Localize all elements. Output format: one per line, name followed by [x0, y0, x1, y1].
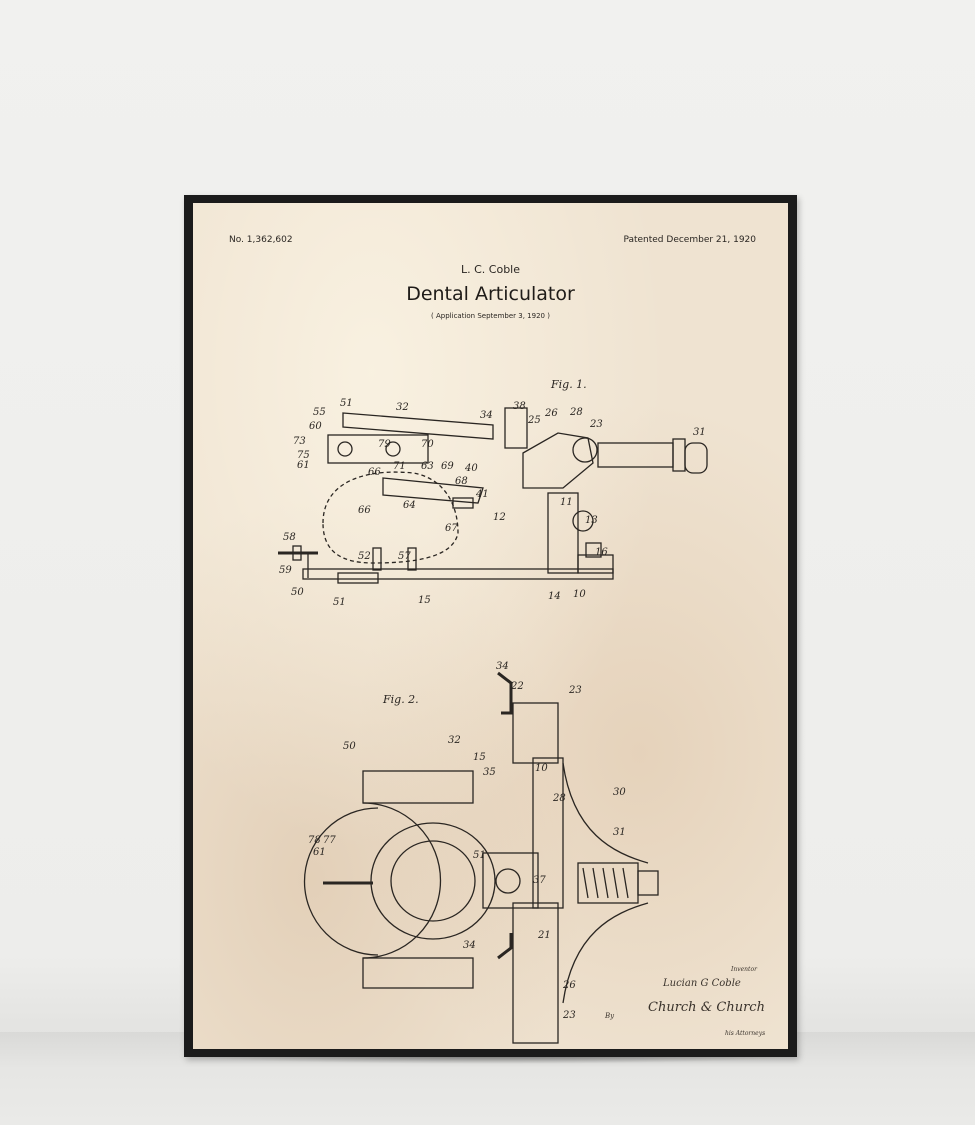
fig2-numeral: 34	[496, 661, 509, 672]
fig1-numeral: 50	[291, 587, 304, 598]
fig1-numeral: 41	[475, 489, 489, 500]
fig1-numeral: 60	[309, 421, 322, 432]
application-date: ( Application September 3, 1920 )	[431, 312, 550, 320]
fig1-numeral: 59	[279, 565, 292, 576]
patent-poster: No. 1,362,602 Patented December 21, 1920…	[193, 203, 788, 1049]
fig1-numeral: 79	[378, 439, 391, 450]
by-label: By	[604, 1012, 615, 1020]
fig2-drawing	[303, 671, 659, 1044]
fig1-numeral: 64	[403, 500, 416, 511]
patent-number: No. 1,362,602	[229, 235, 293, 245]
fig1-numeral: 52	[358, 551, 371, 562]
fig2-numeral: 26	[562, 980, 576, 991]
fig1-numeral: 15	[418, 595, 431, 606]
attorneys-caption: his Attorneys	[725, 1030, 765, 1037]
signature-block: Inventor Lucian G Coble By Church & Chur…	[604, 966, 765, 1037]
fig1-numeral: 16	[595, 547, 608, 558]
fig1-numeral: 31	[693, 427, 706, 438]
fig1-numeral: 66	[368, 467, 381, 478]
fig1-numeral: 58	[283, 532, 296, 543]
fig2-numeral: 78	[308, 835, 321, 846]
fig1-numeral: 23	[589, 419, 603, 430]
fig1-numeral: 10	[573, 589, 586, 600]
fig1-numeral: 63	[421, 461, 434, 472]
fig1-numeral: 57	[398, 551, 411, 562]
fig1-numeral: 26	[544, 408, 558, 419]
fig2-numeral: 50	[343, 741, 356, 752]
fig2-label: Fig. 2.	[382, 693, 419, 706]
fig2-numeral: 35	[483, 767, 496, 778]
fig2-numeral: 51	[473, 850, 486, 861]
fig1-numeral: 32	[396, 402, 409, 413]
fig2-numeral: 34	[463, 940, 476, 951]
fig1-numeral: 66	[358, 505, 371, 516]
fig2-numeral: 28	[552, 793, 566, 804]
fig1-numeral: 38	[513, 401, 526, 412]
fig2-numeral: 10	[535, 763, 548, 774]
fig1-numeral: 14	[548, 591, 561, 602]
fig1-numeral: 51	[333, 597, 346, 608]
fig2-numeral: 77	[323, 835, 336, 846]
patent-date: Patented December 21, 1920	[623, 235, 756, 245]
fig1-numeral: 51	[340, 398, 353, 409]
fig1-numeral: 55	[313, 407, 326, 418]
fig1-numeral: 34	[480, 410, 493, 421]
fig2-numeral: 61	[313, 847, 326, 858]
fig2-numeral: 21	[537, 930, 551, 941]
fig1-numeral: 13	[585, 515, 598, 526]
fig1-numeral: 11	[560, 497, 573, 508]
fig2-numeral: 22	[510, 681, 524, 692]
fig2-numeral: 30	[613, 787, 626, 798]
fig1-numeral: 40	[464, 463, 478, 474]
inventor-signature: Lucian G Coble	[662, 978, 741, 989]
fig2-numeral: 23	[562, 1010, 576, 1021]
fig1-numeral: 61	[297, 460, 310, 471]
fig1-numeral: 69	[441, 461, 454, 472]
attorneys-signature: Church & Church	[648, 1000, 765, 1015]
fig1-drawing	[278, 407, 708, 584]
fig1-numeral: 70	[421, 439, 434, 450]
fig1-label: Fig. 1.	[550, 378, 587, 391]
fig1-numeral: 73	[293, 436, 306, 447]
fig1-numeral: 71	[393, 461, 406, 472]
fig2-numeral: 37	[533, 875, 546, 886]
fig1-numeral: 28	[569, 407, 583, 418]
fig1-numeral: 12	[493, 512, 506, 523]
poster-title: Dental Articulator	[406, 283, 575, 305]
inventor-caption: Inventor	[730, 966, 758, 973]
fig2-numeral: 31	[613, 827, 626, 838]
fig2-numeral: 23	[568, 685, 582, 696]
inventor: L. C. Coble	[460, 263, 520, 276]
fig1-numeral: 25	[527, 415, 541, 426]
fig1-numeral: 67	[445, 523, 458, 534]
poster-frame: No. 1,362,602 Patented December 21, 1920…	[184, 195, 797, 1057]
fig1-numeral: 68	[455, 476, 468, 487]
fig1-numeral: 75	[297, 450, 310, 461]
fig2-numeral: 32	[448, 735, 461, 746]
fig2-numeral: 15	[473, 752, 486, 763]
figure-labels: Fig. 1. Fig. 2.	[382, 378, 587, 706]
